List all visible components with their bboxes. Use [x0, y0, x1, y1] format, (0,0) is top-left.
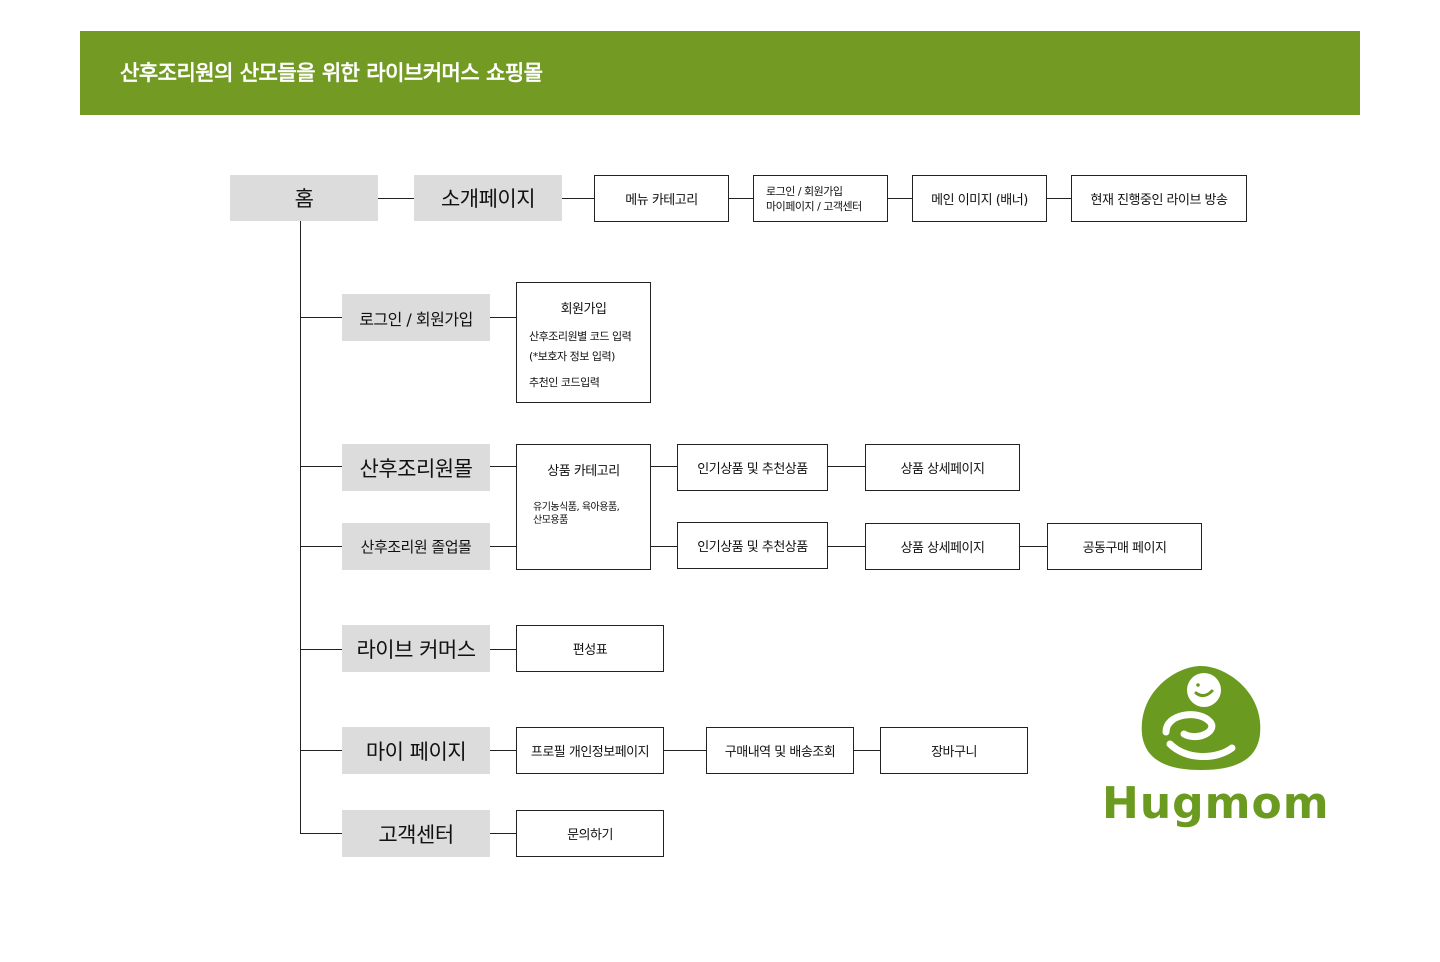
node-profile-label: 프로필 개인정보페이지: [530, 745, 650, 760]
node-mypage-support-label: 마이페이지 / 고객센터: [766, 199, 862, 213]
connector-line: [490, 649, 516, 650]
node-product-detail: 상품 상세페이지: [865, 444, 1020, 491]
node-product-detail-label: 상품 상세페이지: [900, 462, 985, 477]
node-grad-popular-products-label: 인기상품 및 추천상품: [697, 540, 808, 555]
node-cart: 장바구니: [880, 727, 1028, 774]
node-graduate-mall-label: 산후조리원 졸업몰: [360, 538, 472, 556]
node-group-buy: 공동구매 페이지: [1047, 523, 1202, 570]
node-menu-category-label: 메뉴 카테고리: [625, 193, 698, 208]
node-live-commerce: 라이브 커머스: [342, 625, 490, 672]
connector-line: [300, 833, 342, 834]
connector-line: [651, 546, 677, 547]
node-live-commerce-label: 라이브 커머스: [356, 637, 476, 662]
node-schedule-label: 편성표: [572, 643, 608, 658]
node-grad-popular-products: 인기상품 및 추천상품: [677, 522, 828, 569]
node-signup-detail: 회원가입 산후조리원별 코드 입력 (*보호자 정보 입력) 추천인 코드입력: [516, 282, 651, 403]
node-schedule: 편성표: [516, 625, 664, 672]
connector-line: [300, 546, 342, 547]
node-popular-products-label: 인기상품 및 추천상품: [697, 462, 808, 477]
product-category-desc-2: 산모용품: [533, 515, 568, 526]
tree-trunk-line: [300, 221, 301, 834]
signup-title: 회원가입: [560, 302, 607, 317]
node-main-banner: 메인 이미지 (배너): [912, 175, 1047, 222]
node-login-mypage: 로그인 / 회원가입 마이페이지 / 고객센터: [753, 175, 888, 222]
node-cart-label: 장바구니: [931, 745, 977, 760]
connector-line: [490, 317, 516, 318]
node-orders: 구매내역 및 배송조회: [706, 727, 854, 774]
node-customer-center: 고객센터: [342, 810, 490, 857]
connector-line: [490, 750, 516, 751]
page-title: 산후조리원의 산모들을 위한 라이브커머스 쇼핑몰: [120, 61, 543, 85]
signup-line-1: 산후조리원별 코드 입력: [529, 330, 632, 343]
node-my-page-label: 마이 페이지: [365, 739, 467, 764]
connector-line: [828, 466, 865, 467]
connector-line: [562, 198, 594, 199]
connector-line: [664, 750, 706, 751]
logo-text: Hugmom: [1102, 778, 1330, 829]
node-inquiry: 문의하기: [516, 810, 664, 857]
connector-line: [300, 649, 342, 650]
hug-logo-icon: [1141, 666, 1261, 770]
node-orders-label: 구매내역 및 배송조회: [724, 745, 836, 760]
connector-line: [888, 198, 912, 199]
node-login-label: 로그인 / 회원가입: [766, 184, 843, 198]
connector-line: [490, 546, 516, 547]
node-live-now-label: 현재 진행중인 라이브 방송: [1090, 193, 1228, 208]
node-profile: 프로필 개인정보페이지: [516, 727, 664, 774]
node-home: 홈: [230, 175, 378, 221]
node-graduate-mall: 산후조리원 졸업몰: [342, 523, 490, 570]
connector-line: [300, 317, 342, 318]
connector-line: [854, 750, 880, 751]
connector-line: [378, 198, 414, 199]
connector-line: [828, 546, 865, 547]
node-group-buy-label: 공동구매 페이지: [1082, 541, 1167, 556]
node-popular-products: 인기상품 및 추천상품: [677, 444, 828, 491]
node-intro-label: 소개페이지: [440, 187, 536, 211]
node-intro: 소개페이지: [414, 175, 562, 221]
product-category-desc-1: 유기농식품, 육아용품,: [533, 502, 620, 513]
node-postpartum-mall: 산후조리원몰: [342, 444, 490, 491]
connector-line: [490, 466, 516, 467]
signup-line-2: (*보호자 정보 입력): [529, 350, 615, 363]
node-login-signup-label: 로그인 / 회원가입: [359, 309, 473, 329]
node-grad-product-detail-label: 상품 상세페이지: [900, 541, 985, 556]
connector-line: [651, 466, 677, 467]
connector-line: [729, 198, 753, 199]
node-product-category: 상품 카테고리 유기농식품, 육아용품, 산모용품: [516, 444, 651, 570]
connector-line: [490, 833, 516, 834]
header-bar: 산후조리원의 산모들을 위한 라이브커머스 쇼핑몰: [80, 31, 1360, 115]
node-live-now: 현재 진행중인 라이브 방송: [1071, 175, 1247, 222]
node-login-signup: 로그인 / 회원가입: [342, 294, 490, 341]
product-category-title: 상품 카테고리: [547, 464, 620, 479]
node-grad-product-detail: 상품 상세페이지: [865, 523, 1020, 570]
connector-line: [1020, 546, 1047, 547]
connector-line: [300, 466, 342, 467]
node-my-page: 마이 페이지: [342, 727, 490, 774]
node-main-banner-label: 메인 이미지 (배너): [931, 193, 1028, 208]
node-menu-category: 메뉴 카테고리: [594, 175, 729, 222]
node-postpartum-mall-label: 산후조리원몰: [359, 456, 473, 481]
node-customer-center-label: 고객센터: [378, 822, 454, 847]
node-home-label: 홈: [294, 187, 314, 211]
connector-line: [300, 750, 342, 751]
node-inquiry-label: 문의하기: [567, 828, 613, 843]
connector-line: [1047, 198, 1071, 199]
signup-line-3: 추천인 코드입력: [529, 376, 600, 389]
